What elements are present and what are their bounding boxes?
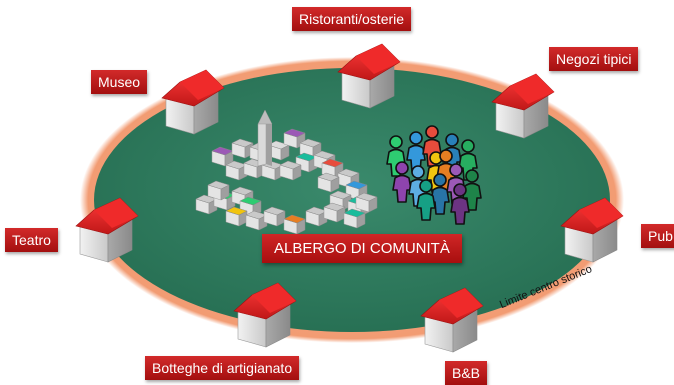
village-icon — [195, 109, 378, 235]
label-botteghe: Botteghe di artigianato — [145, 356, 300, 380]
label-museo: Museo — [91, 70, 148, 94]
label-teatro: Teatro — [5, 228, 58, 252]
center-label: ALBERGO DI COMUNITÀ — [262, 234, 462, 263]
label-ristoranti: Ristoranti/osterie — [292, 7, 412, 31]
label-pub: Pub — [641, 224, 674, 248]
people-group-icon — [386, 125, 482, 225]
label-bnb: B&B — [445, 361, 488, 385]
label-negozi: Negozi tipici — [549, 47, 639, 71]
